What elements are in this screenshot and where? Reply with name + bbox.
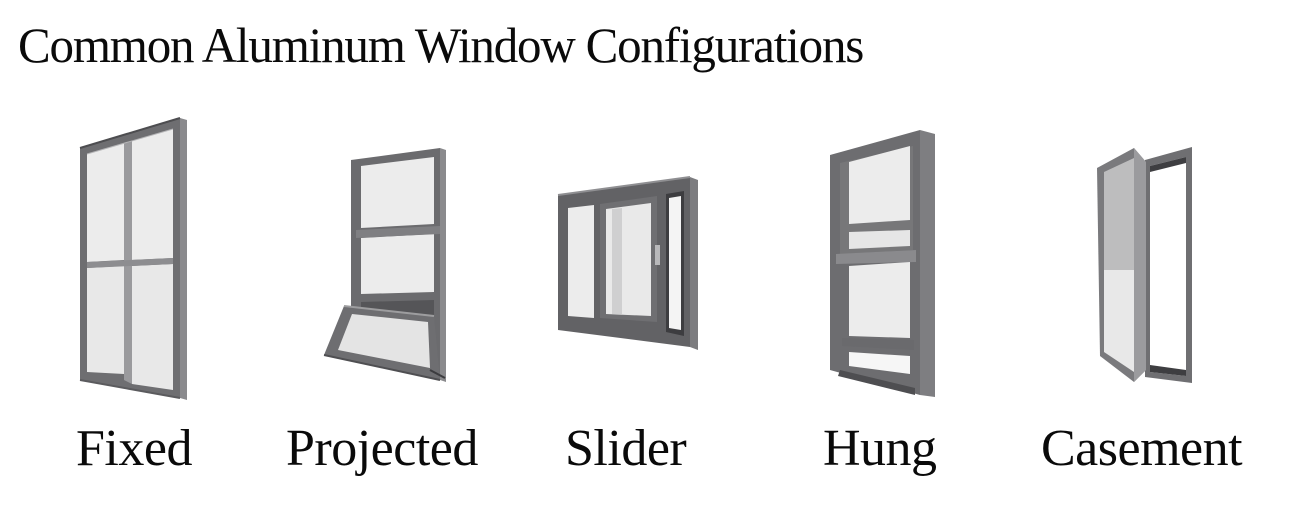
label-casement: Casement [1041, 420, 1243, 477]
slider-window-icon [557, 176, 698, 350]
casement-window-icon [1097, 147, 1192, 383]
projected-window-icon [323, 148, 446, 382]
label-projected: Projected [286, 420, 478, 477]
label-slider: Slider [565, 420, 687, 477]
label-fixed: Fixed [76, 420, 192, 477]
fixed-window-icon [79, 117, 187, 400]
label-hung: Hung [823, 420, 937, 477]
hung-window-icon [830, 130, 935, 397]
page-title: Common Aluminum Window Configurations [18, 17, 864, 73]
